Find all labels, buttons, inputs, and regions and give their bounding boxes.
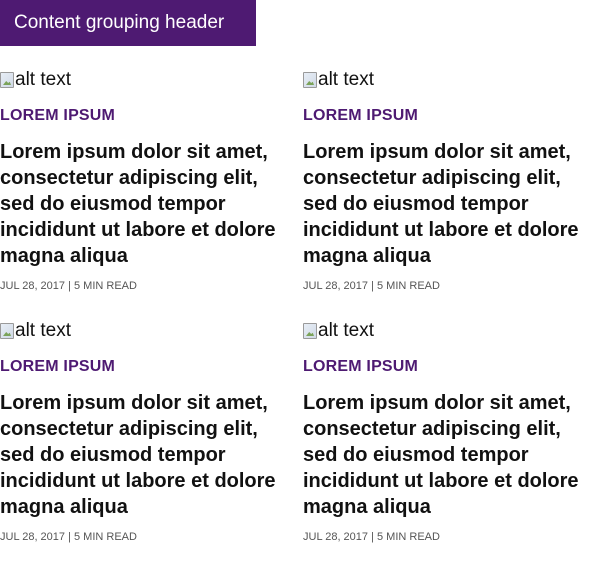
content-grouping-header: Content grouping header xyxy=(0,0,256,46)
card-image-alt-text: alt text xyxy=(15,320,71,341)
content-card[interactable]: alt text LOREM IPSUM Lorem ipsum dolor s… xyxy=(0,318,303,569)
broken-image-icon xyxy=(0,72,14,88)
broken-image-icon xyxy=(0,323,14,339)
card-category[interactable]: LOREM IPSUM xyxy=(303,358,419,375)
content-card[interactable]: alt text LOREM IPSUM Lorem ipsum dolor s… xyxy=(303,318,600,569)
card-image-alt-text: alt text xyxy=(15,69,71,90)
card-image[interactable]: alt text xyxy=(303,318,582,344)
content-card[interactable]: alt text LOREM IPSUM Lorem ipsum dolor s… xyxy=(303,67,600,318)
card-title[interactable]: Lorem ipsum dolor sit amet, consectetur … xyxy=(0,392,276,518)
card-title[interactable]: Lorem ipsum dolor sit amet, consectetur … xyxy=(0,141,276,267)
card-image[interactable]: alt text xyxy=(0,318,285,344)
card-meta: JUL 28, 2017 | 5 MIN READ xyxy=(0,531,137,543)
card-image[interactable]: alt text xyxy=(303,67,582,93)
card-title[interactable]: Lorem ipsum dolor sit amet, consectetur … xyxy=(303,392,579,518)
card-category[interactable]: LOREM IPSUM xyxy=(0,358,116,375)
card-image-alt-text: alt text xyxy=(318,69,374,90)
card-image-alt-text: alt text xyxy=(318,320,374,341)
broken-image-icon xyxy=(303,323,317,339)
card-grid: alt text LOREM IPSUM Lorem ipsum dolor s… xyxy=(0,67,600,569)
card-meta: JUL 28, 2017 | 5 MIN READ xyxy=(0,280,137,292)
card-meta: JUL 28, 2017 | 5 MIN READ xyxy=(303,531,440,543)
card-category[interactable]: LOREM IPSUM xyxy=(303,107,419,124)
card-image[interactable]: alt text xyxy=(0,67,285,93)
card-title[interactable]: Lorem ipsum dolor sit amet, consectetur … xyxy=(303,141,579,267)
broken-image-icon xyxy=(303,72,317,88)
card-meta: JUL 28, 2017 | 5 MIN READ xyxy=(303,280,440,292)
card-category[interactable]: LOREM IPSUM xyxy=(0,107,116,124)
content-card[interactable]: alt text LOREM IPSUM Lorem ipsum dolor s… xyxy=(0,67,303,318)
